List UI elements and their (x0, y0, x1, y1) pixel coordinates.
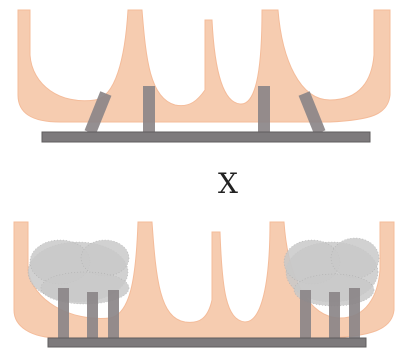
top-panel (18, 10, 390, 142)
bottom-post-1 (58, 288, 69, 340)
top-tissue-shape (18, 10, 390, 122)
bottom-post-5 (329, 292, 340, 340)
bottom-post-6 (349, 288, 360, 340)
operator-label: X (218, 167, 238, 200)
bottom-post-2 (87, 292, 98, 340)
top-base-plate (42, 132, 370, 142)
bottom-panel (14, 222, 394, 347)
top-post-2 (143, 86, 155, 134)
growth-blob (81, 240, 129, 276)
bottom-post-4 (300, 290, 311, 340)
growth-blob (331, 238, 379, 278)
bottom-post-3 (108, 290, 119, 340)
top-post-3 (258, 86, 270, 134)
bottom-base-plate (48, 338, 366, 347)
